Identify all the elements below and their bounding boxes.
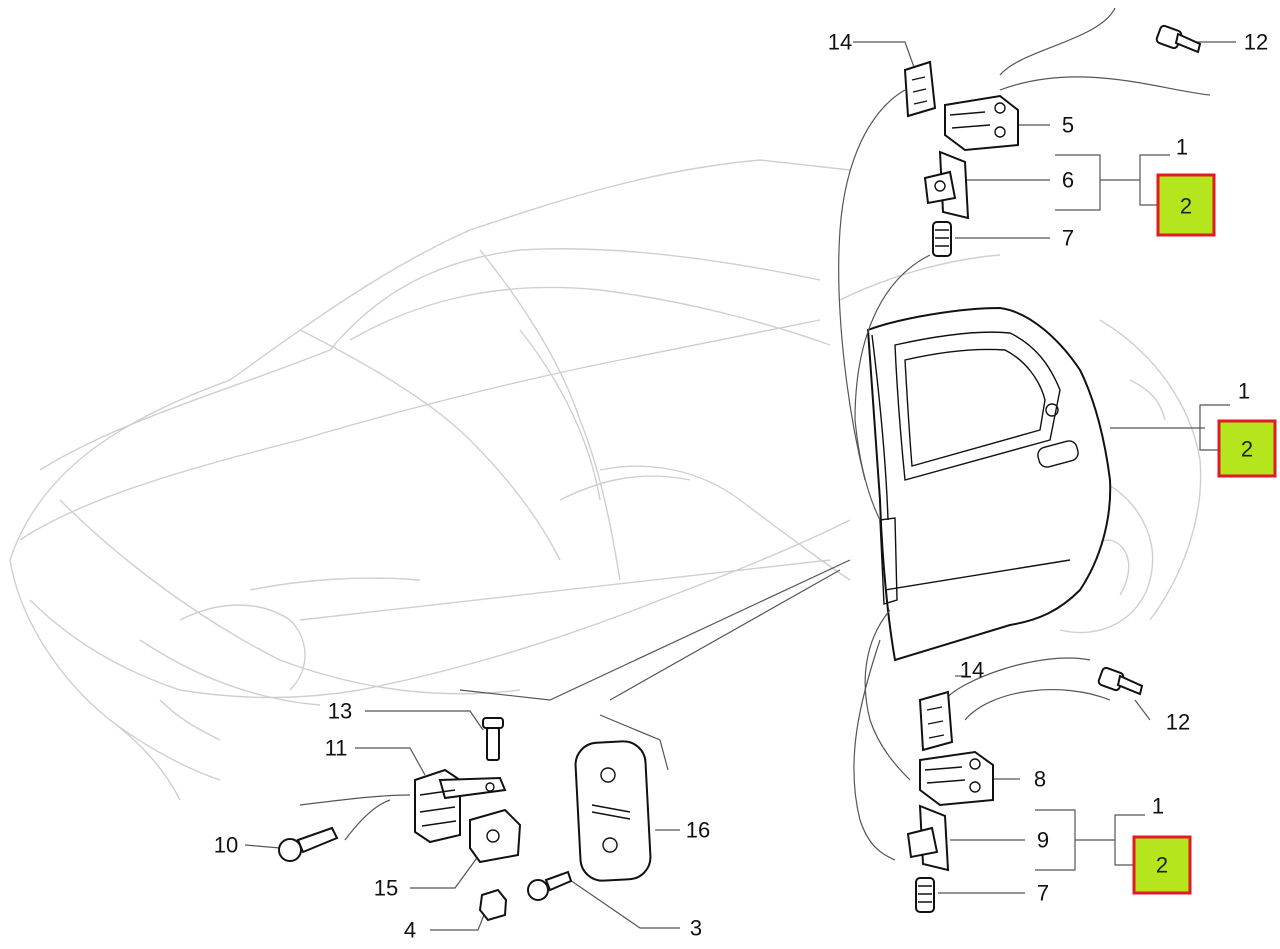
hinge-half-6	[923, 150, 970, 220]
door-check-11	[414, 768, 507, 844]
hinge-half-5	[944, 94, 1019, 152]
bolt-10	[278, 826, 339, 862]
pin-13	[482, 717, 504, 761]
highlight-2-top[interactable]: 2	[1156, 173, 1216, 237]
shim-top	[903, 60, 937, 118]
highlight-2-bottom[interactable]: 2	[1132, 835, 1192, 895]
callout-3: 3	[690, 916, 702, 941]
leader-lines	[244, 7, 1236, 931]
plate-16	[574, 740, 652, 882]
callout-15: 15	[374, 876, 398, 901]
callout-1-top: 1	[1176, 135, 1188, 160]
car-body-outline	[9, 159, 1202, 801]
bolt-12-top	[1155, 24, 1202, 54]
callout-5: 5	[1062, 113, 1074, 138]
callout-labels: 14 12 5 1 6 7 1 14 12 8 1 9 7 13 11 10 1…	[214, 30, 1268, 943]
shim-bottom	[918, 690, 954, 752]
callout-4: 4	[404, 918, 416, 943]
hinge-half-9	[906, 804, 950, 872]
bolt-7-bottom	[915, 877, 935, 913]
nut-4	[478, 888, 508, 922]
callout-11: 11	[325, 736, 348, 761]
highlight-2-mid[interactable]: 2	[1217, 419, 1277, 478]
callout-12-top: 12	[1244, 30, 1268, 55]
bolt-12-bottom	[1097, 666, 1144, 696]
rear-door-shell	[866, 306, 1112, 662]
hinge-half-8	[919, 750, 994, 807]
bolt-7-top	[932, 221, 952, 257]
bracket-15	[469, 808, 522, 864]
callout-1-mid: 1	[1238, 379, 1250, 404]
callout-6: 6	[1062, 168, 1074, 193]
callout-14-top: 14	[828, 30, 852, 55]
screw-3	[527, 870, 573, 901]
callout-2-mid: 2	[1241, 437, 1253, 462]
callout-2-bottom: 2	[1156, 853, 1168, 878]
callout-2-top: 2	[1180, 194, 1192, 219]
callout-12-bottom: 12	[1166, 710, 1190, 735]
callout-7-bottom: 7	[1037, 881, 1049, 906]
callout-13: 13	[328, 699, 352, 724]
callout-1-bottom: 1	[1152, 794, 1164, 819]
callout-10: 10	[214, 833, 238, 858]
callout-8: 8	[1034, 767, 1046, 792]
callout-14-bottom: 14	[960, 658, 984, 683]
callout-9: 9	[1037, 828, 1049, 853]
callout-16: 16	[686, 818, 710, 843]
callout-7-top: 7	[1062, 226, 1074, 251]
